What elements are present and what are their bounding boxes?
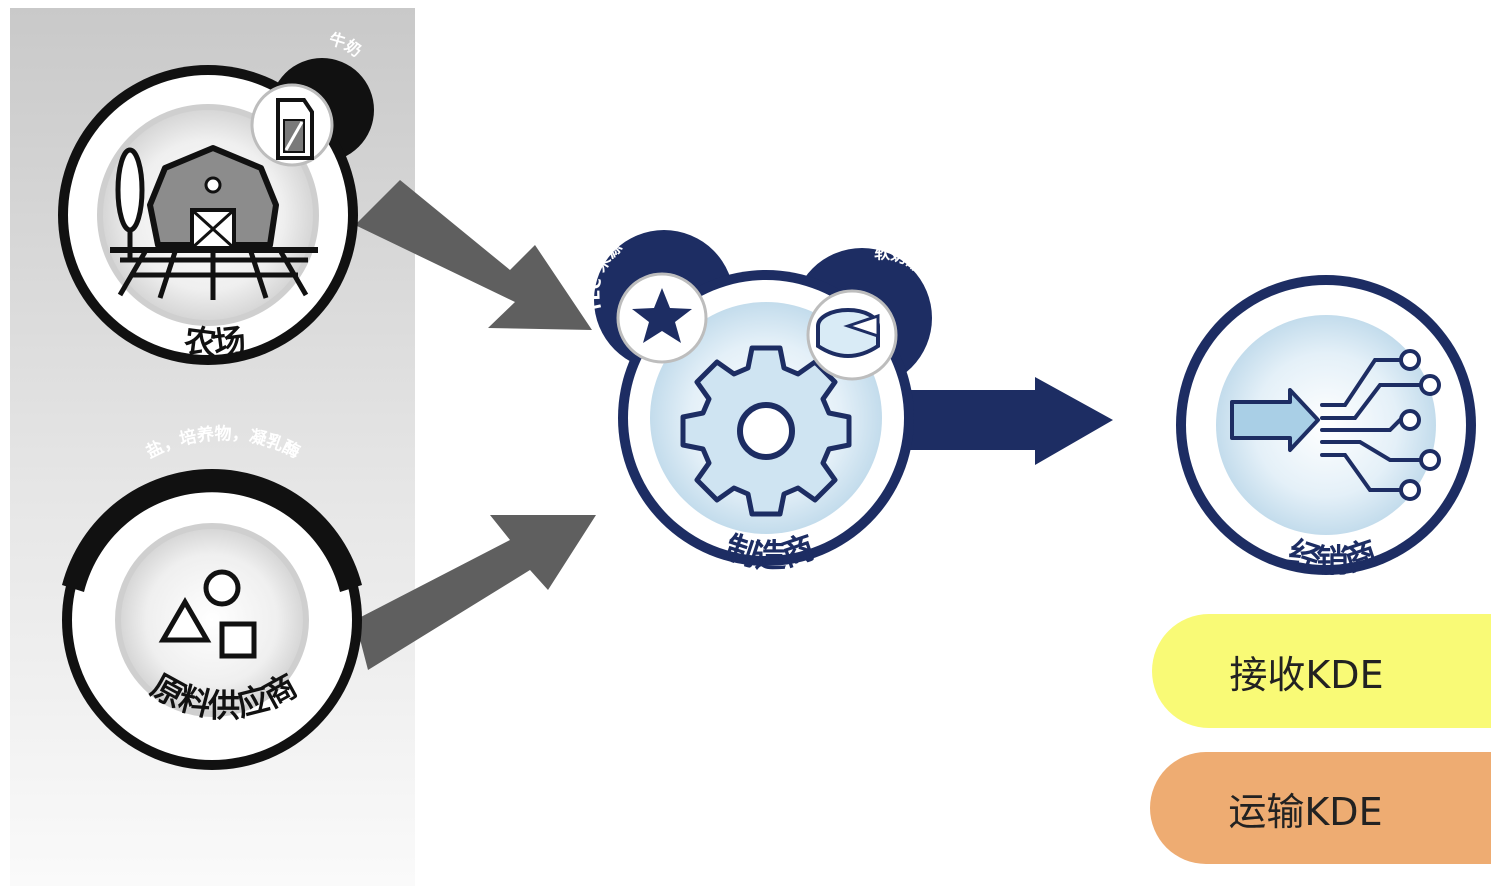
ship-kde-pill: 运输KDE bbox=[1150, 752, 1491, 864]
arrow-farm-to-manufacturer bbox=[355, 180, 592, 330]
milk-carton-icon bbox=[276, 98, 314, 160]
arrow-supplier-to-manufacturer bbox=[355, 515, 596, 670]
ship-kde-label: 运输KDE bbox=[1228, 789, 1383, 834]
supplier-node: 盐，培养物，凝乳酶 原料供应商 bbox=[62, 423, 362, 770]
cheese-icon bbox=[816, 308, 880, 358]
gear-icon bbox=[680, 345, 852, 517]
receive-kde-label: 接收KDE bbox=[1229, 652, 1384, 697]
distributor-node: 经销商 bbox=[1176, 275, 1476, 580]
barn-icon bbox=[110, 145, 318, 300]
receive-kde-pill: 接收KDE bbox=[1152, 614, 1491, 728]
distributor-label: 经销商 bbox=[1283, 533, 1381, 580]
farm-node: 牛奶 农场 bbox=[58, 29, 374, 365]
distribution-arrows-icon bbox=[1230, 349, 1441, 501]
arrow-manufacturer-to-distributor bbox=[905, 377, 1113, 465]
manufacturer-node: TLC 来源 软奶酪 制造商 bbox=[584, 230, 932, 574]
shapes-icon bbox=[158, 569, 257, 659]
star-icon bbox=[632, 288, 692, 343]
